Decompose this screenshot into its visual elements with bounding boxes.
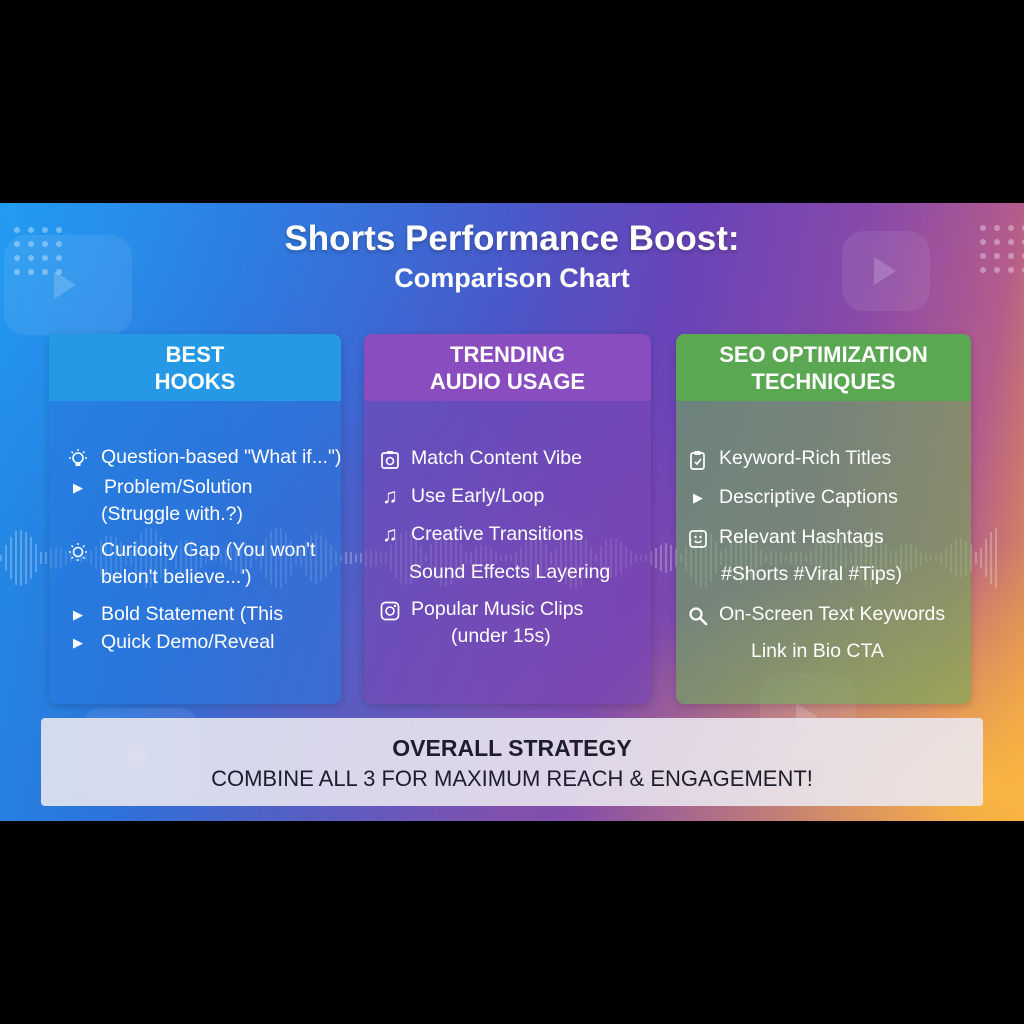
- soundwave-bar: [360, 553, 362, 563]
- camera-icon: [379, 445, 401, 471]
- soundwave-bar: [15, 531, 17, 585]
- play-arrow-icon: ▶: [73, 607, 83, 622]
- seo-item: Keyword-Rich Titles: [719, 447, 892, 469]
- audio-item: Sound Effects Layering: [409, 561, 611, 583]
- play-arrow-icon: ▶: [693, 490, 703, 505]
- hook-item-continued: (Struggle with.?): [101, 503, 243, 525]
- card-body: Question-based "What if...") ▶ Problem/S…: [49, 401, 341, 704]
- soundwave-bar: [355, 553, 357, 563]
- soundwave-bar: [340, 554, 342, 562]
- lightbulb-icon: [67, 537, 89, 563]
- soundwave-bar: [35, 544, 37, 572]
- best-hooks-card: BEST HOOKS Question-based "What if...") …: [49, 334, 341, 704]
- soundwave-bar: [345, 552, 347, 564]
- play-arrow-icon: ▶: [73, 480, 83, 495]
- play-tile-decoration: [842, 231, 930, 311]
- seo-item: Relevant Hashtags: [719, 526, 884, 548]
- card-body: Match Content Vibe ♫ Use Early/Loop ♫ Cr…: [364, 401, 651, 704]
- dot-grid-decoration: [980, 225, 1024, 273]
- soundwave-bar: [650, 551, 652, 565]
- hook-item: Bold Statement (This: [101, 603, 284, 625]
- clipboard-icon: [687, 445, 709, 471]
- hook-item: Quick Demo/Reveal: [101, 631, 275, 653]
- infographic-canvas: Shorts Performance Boost: Comparison Cha…: [0, 203, 1024, 821]
- soundwave-bar: [660, 544, 662, 572]
- soundwave-bar: [10, 536, 12, 580]
- soundwave-bar: [985, 539, 987, 577]
- soundwave-bar: [20, 529, 22, 587]
- audio-item-continued: (under 15s): [451, 625, 551, 647]
- hook-item-continued: belon't believe...'): [101, 566, 252, 588]
- audio-item: Popular Music Clips: [411, 598, 584, 620]
- music-note-icon: ♫: [382, 523, 398, 546]
- soundwave-bar: [995, 527, 997, 589]
- title-main: Shorts Performance Boost:: [284, 219, 740, 258]
- search-icon: [687, 601, 709, 627]
- overall-strategy-banner: OVERALL STRATEGY COMBINE ALL 3 FOR MAXIM…: [41, 718, 983, 806]
- soundwave-bar: [670, 544, 672, 572]
- instagram-icon: [379, 596, 401, 622]
- hook-item: Curiooity Gap (You won't: [101, 539, 316, 561]
- seo-techniques-card: SEO OPTIMIZATION TECHNIQUES Keyword-Rich…: [676, 334, 971, 704]
- soundwave-bar: [25, 532, 27, 584]
- lightbulb-icon: [67, 444, 89, 470]
- soundwave-bar: [975, 552, 977, 564]
- seo-item: On-Screen Text Keywords: [719, 603, 946, 625]
- soundwave-bar: [990, 531, 992, 585]
- play-arrow-icon: ▶: [73, 635, 83, 650]
- card-body: Keyword-Rich Titles ▶ Descriptive Captio…: [676, 401, 971, 704]
- soundwave-bar: [0, 555, 2, 561]
- music-note-icon: ♫: [382, 485, 398, 508]
- seo-item-continued: #Shorts #Viral #Tips): [721, 563, 902, 585]
- seo-item: Descriptive Captions: [719, 486, 898, 508]
- soundwave-bar: [350, 552, 352, 564]
- dot-grid-decoration: [14, 227, 62, 275]
- audio-item: Use Early/Loop: [411, 485, 545, 507]
- card-header: TRENDING AUDIO USAGE: [364, 334, 651, 401]
- smiley-box-icon: [687, 524, 709, 550]
- soundwave-bar: [40, 551, 42, 565]
- audio-item: Creative Transitions: [411, 523, 584, 545]
- seo-item: Link in Bio CTA: [751, 640, 884, 662]
- soundwave-bar: [5, 544, 7, 572]
- hook-item: Question-based "What if..."): [101, 446, 341, 468]
- strategy-heading: OVERALL STRATEGY: [392, 735, 632, 761]
- soundwave-bar: [655, 547, 657, 569]
- soundwave-bar: [665, 543, 667, 573]
- soundwave-bar: [970, 544, 972, 572]
- title-sub: Comparison Chart: [394, 263, 630, 293]
- strategy-text: COMBINE ALL 3 FOR MAXIMUM REACH & ENGAGE…: [211, 766, 813, 791]
- soundwave-bar: [980, 548, 982, 568]
- page-title: Shorts Performance Boost: Comparison Cha…: [0, 217, 1024, 295]
- play-tile-decoration: [4, 235, 132, 335]
- soundwave-bar: [30, 537, 32, 579]
- card-header: BEST HOOKS: [49, 334, 341, 401]
- audio-item: Match Content Vibe: [411, 447, 582, 469]
- trending-audio-card: TRENDING AUDIO USAGE Match Content Vibe …: [364, 334, 651, 704]
- soundwave-bar: [45, 552, 47, 564]
- hook-item: Problem/Solution: [104, 476, 253, 498]
- card-header: SEO OPTIMIZATION TECHNIQUES: [676, 334, 971, 401]
